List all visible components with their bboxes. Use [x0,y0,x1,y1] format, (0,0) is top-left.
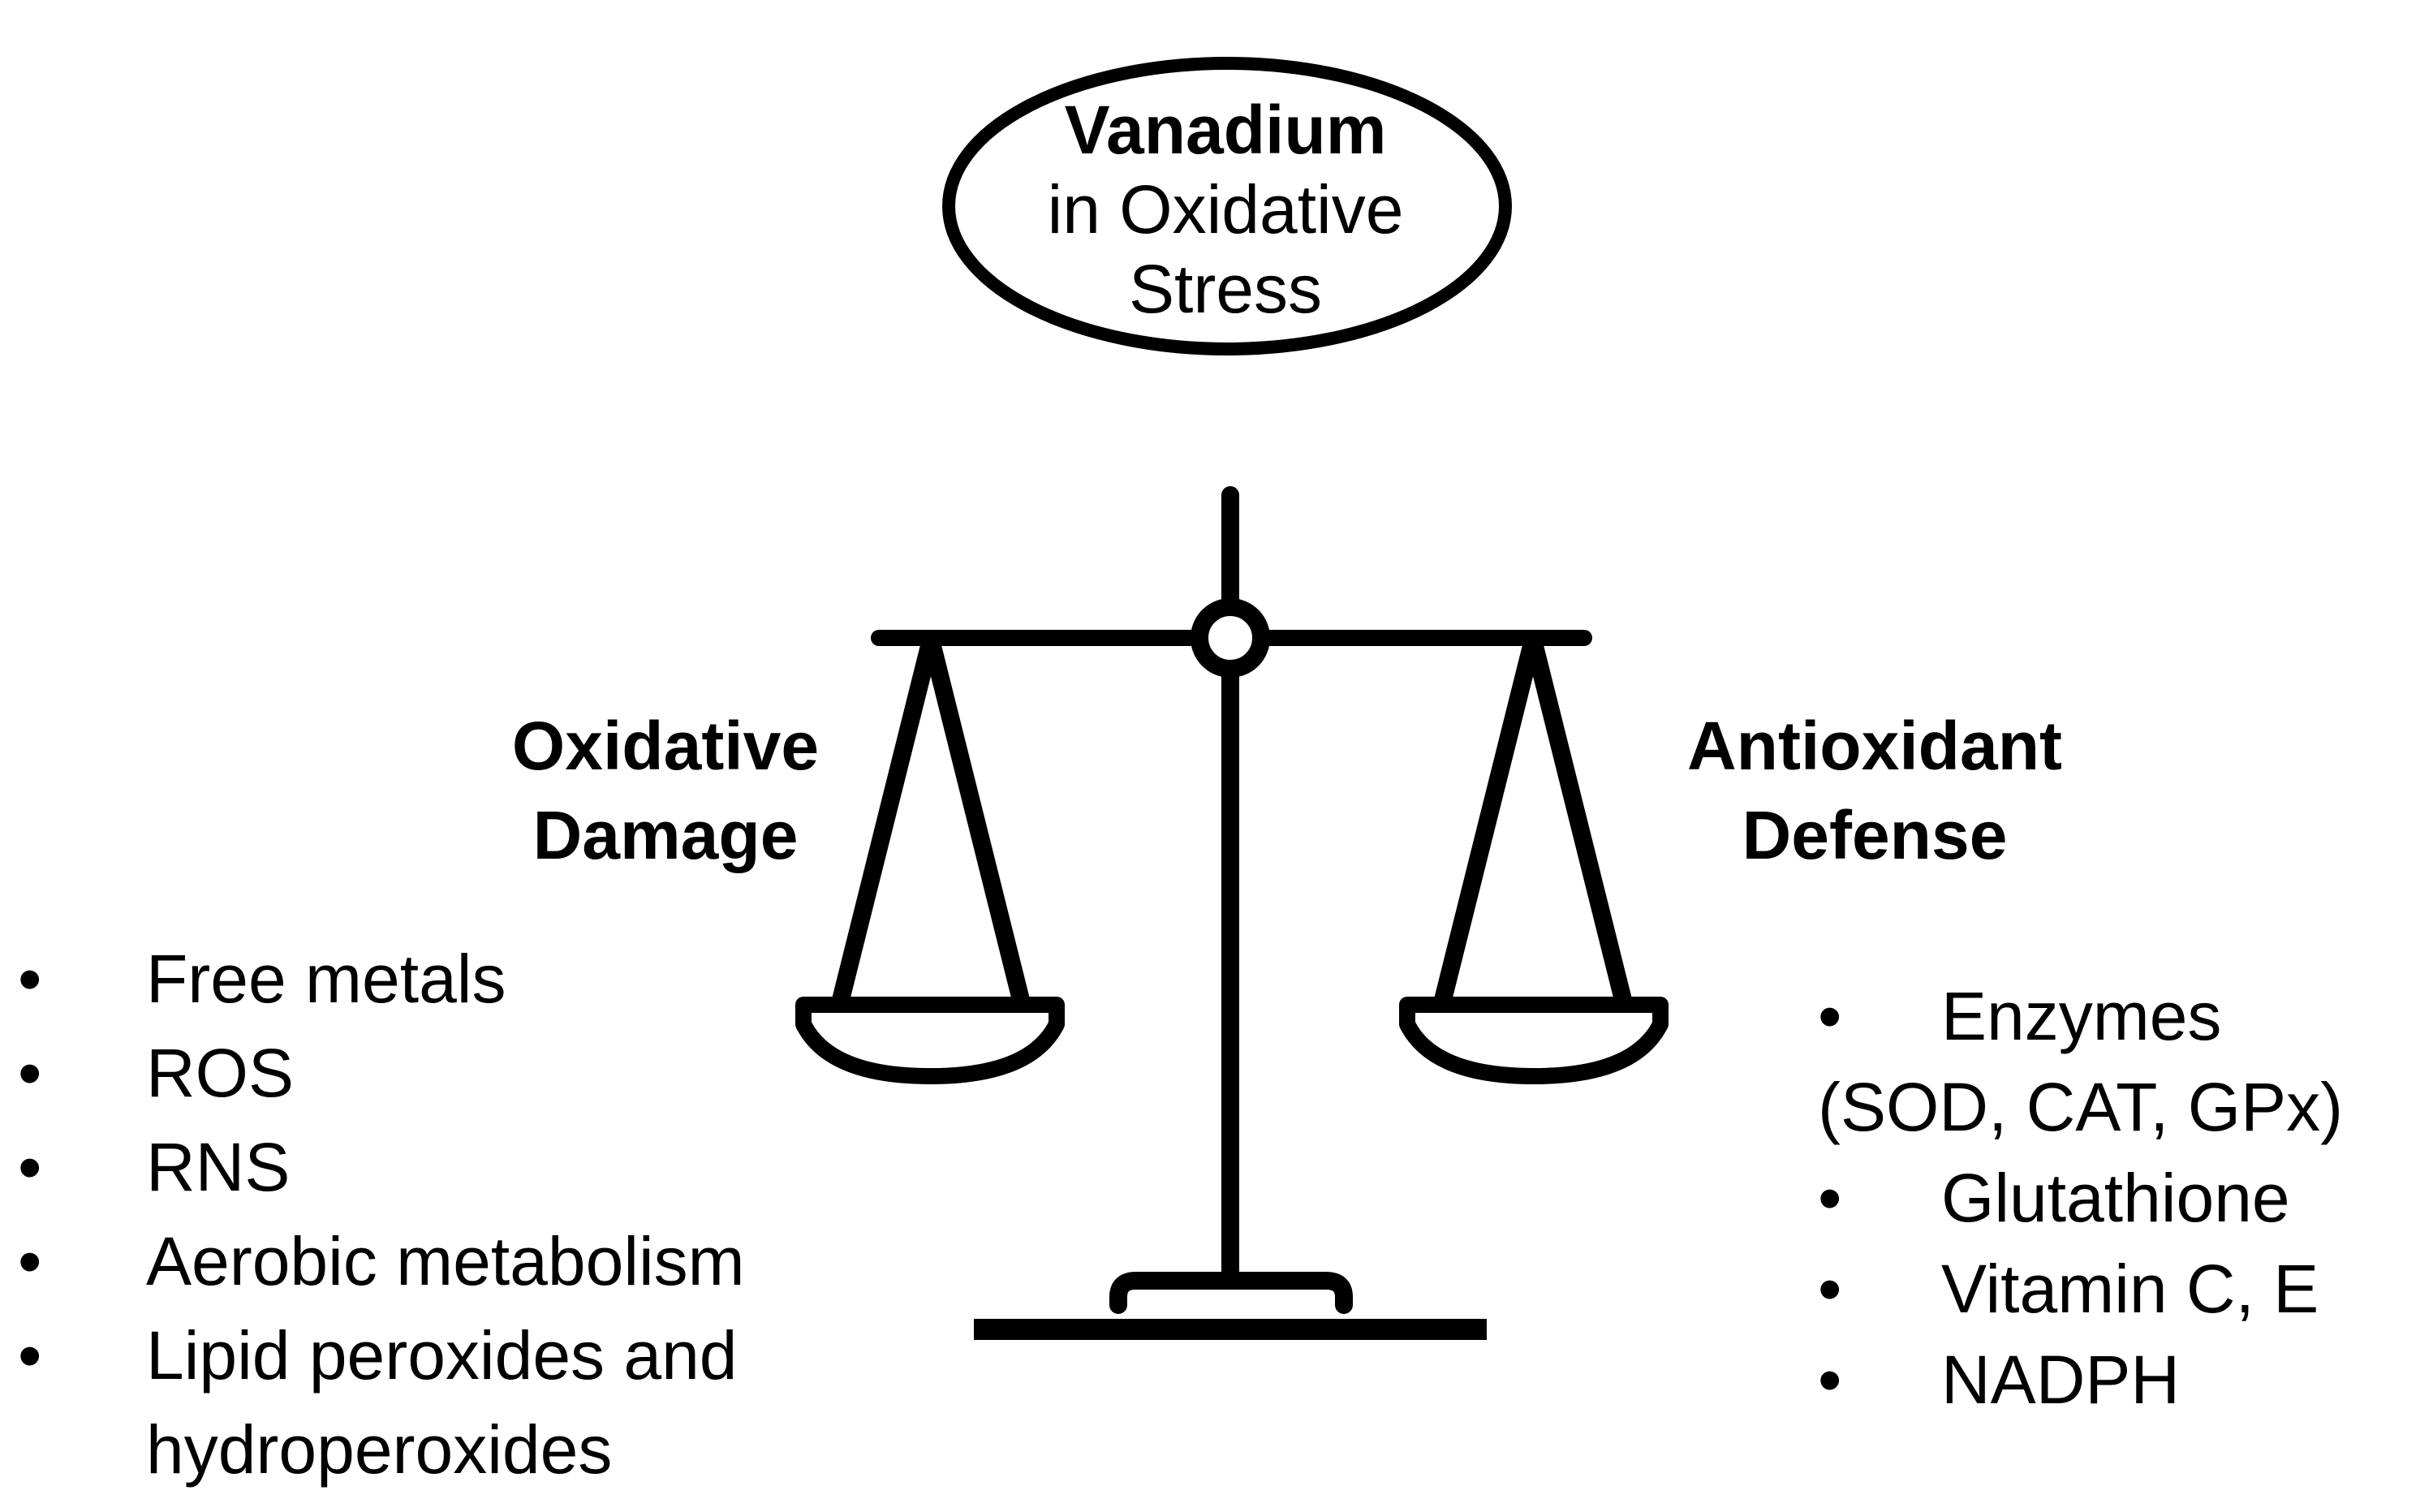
title-ellipse [942,57,1512,355]
list-item: • Vitamin C, E [1818,1243,2418,1334]
list-item: • Enzymes (SOD, CAT, GPx) [1818,971,2418,1152]
left-pan [795,997,1065,1084]
antioxidant-defense-list: • Enzymes (SOD, CAT, GPx) • Glutathione … [1818,971,2418,1425]
oxidative-damage-heading-line-2: Damage [532,797,799,873]
bullet: • [1818,1342,1842,1418]
bullet: • [18,1129,42,1205]
bullet: • [18,1035,42,1111]
oxidative-damage-list: • Free metals • ROS • RNS • Aerobic meta… [18,932,870,1497]
list-item: • NADPH [1818,1334,2418,1425]
oxidative-damage-heading-line-1: Oxidative [511,708,820,784]
right-pan-string [1434,640,1539,1009]
list-item: • ROS [18,1026,870,1120]
bullet: • [18,1317,42,1394]
antioxidant-defense-heading: Antioxidant Defense [1615,701,2134,880]
list-item-text-continued: hydroperoxides [146,1411,613,1488]
scale-pivot [1191,598,1270,678]
right-pan [1399,997,1669,1084]
list-item-text: Vitamin C, E [1941,1251,2319,1327]
list-item-text: ROS [146,1035,295,1111]
oxidative-damage-heading: Oxidative Damage [454,701,876,880]
list-item-text: Free metals [146,941,506,1017]
title-line-2: in Oxidative [1047,171,1404,248]
bullet: • [1818,978,1842,1054]
list-item: • Glutathione [1818,1152,2418,1243]
list-item: • Aerobic metabolism [18,1214,870,1308]
title-line-1: Vanadium [1064,92,1387,168]
bullet: • [18,1223,42,1299]
list-item-text: Lipid peroxides and [146,1317,738,1394]
right-pan-string [1527,640,1632,1009]
list-item: • Lipid peroxides and hydroperoxides [18,1308,870,1497]
list-item: • Free metals [18,932,870,1026]
left-pan-string [832,640,937,1009]
antioxidant-defense-heading-line-2: Defense [1742,797,2008,873]
list-item-text: Enzymes [1941,978,2222,1054]
list-item-text: NADPH [1941,1342,2181,1418]
list-item-text: Aerobic metabolism [146,1223,745,1299]
bullet: • [1818,1160,1842,1236]
list-item: • RNS [18,1120,870,1214]
left-pan-string [924,640,1030,1009]
antioxidant-defense-heading-line-1: Antioxidant [1687,708,2062,784]
bullet: • [18,941,42,1017]
scale-base-bracket [1109,1272,1353,1314]
list-item-text: RNS [146,1129,291,1205]
bullet: • [1818,1251,1842,1327]
title-line-3: Stress [1128,251,1323,327]
list-item-text-continued: (SOD, CAT, GPx) [1818,1069,2344,1145]
list-item-text: Glutathione [1941,1160,2290,1236]
